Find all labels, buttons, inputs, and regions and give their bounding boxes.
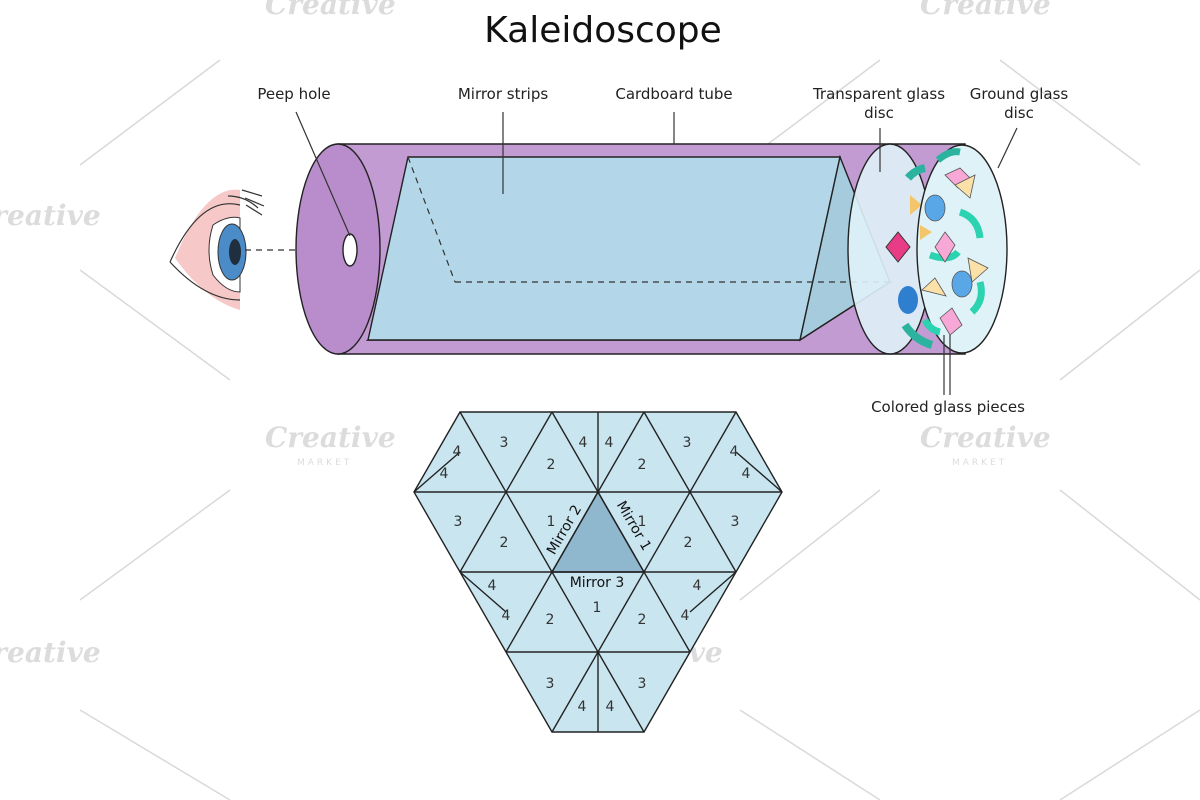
pattern-number: 4 [578, 699, 587, 715]
pattern-number: 2 [638, 612, 647, 628]
pattern-number: 4 [488, 578, 497, 594]
label-ground-disc-line1: Ground glass [970, 85, 1069, 103]
pattern-number: 2 [547, 457, 556, 473]
watermark-text: Creative [0, 199, 101, 232]
label-cardboard-tube: Cardboard tube [615, 85, 732, 103]
watermark-subtext: MARKET [952, 458, 1007, 468]
pattern-number: 3 [500, 435, 509, 451]
label-ground-disc-line2: disc [1004, 104, 1034, 122]
pattern-number: 4 [579, 435, 588, 451]
pattern-number: 2 [500, 535, 509, 551]
pattern-number: 3 [546, 676, 555, 692]
pattern-number: 4 [605, 435, 614, 451]
watermark-text: Creative [920, 421, 1051, 454]
mirror-prism [365, 154, 893, 342]
pattern-number: 4 [502, 608, 511, 624]
pattern-number: 2 [684, 535, 693, 551]
label-transparent-disc-line1: Transparent glass [812, 85, 945, 103]
pattern-number: 3 [683, 435, 692, 451]
label-mirror-strips: Mirror strips [458, 85, 549, 103]
label-peep-hole: Peep hole [257, 85, 330, 103]
eye-icon [169, 189, 265, 310]
label-colored-glass-pieces: Colored glass pieces [871, 398, 1025, 416]
pattern-grid-lines [413, 411, 783, 733]
pattern-number: 4 [440, 466, 449, 482]
tube-end-cap [295, 143, 381, 355]
pattern-number: 4 [742, 466, 751, 482]
watermark-text: Creative [265, 0, 396, 21]
pattern-number: 3 [638, 676, 647, 692]
watermark-text: Creative [920, 0, 1051, 21]
colored-glass-pieces [885, 164, 934, 349]
label-leaders [295, 111, 1018, 395]
pattern-number: 3 [731, 514, 740, 530]
page-title: Kaleidoscope [484, 10, 722, 51]
pattern-numbers: 4 3 4 4 3 4 4 2 2 4 3 1 1 3 2 2 4 4 4 1 … [440, 435, 751, 715]
pattern-number: 1 [547, 514, 556, 530]
mirror-3-label: Mirror 3 [570, 575, 625, 591]
pattern-number: 4 [681, 608, 690, 624]
pattern-number: 2 [546, 612, 555, 628]
reflection-pattern: 4 3 4 4 3 4 4 2 2 4 3 1 1 3 2 2 4 4 4 1 … [413, 411, 783, 733]
pattern-number: 4 [453, 444, 462, 460]
ground-glass-disc [916, 144, 1008, 354]
peep-hole [342, 233, 358, 267]
pattern-number: 3 [454, 514, 463, 530]
pattern-number: 1 [638, 514, 647, 530]
label-transparent-disc-line2: disc [864, 104, 894, 122]
pattern-number: 4 [693, 578, 702, 594]
watermark-text: Creative [0, 636, 101, 669]
watermark-subtext: MARKET [297, 458, 352, 468]
pattern-number: 2 [638, 457, 647, 473]
pattern-number: 4 [606, 699, 615, 715]
watermark-text: Creative [265, 421, 396, 454]
pattern-number: 4 [730, 444, 739, 460]
pattern-number: 1 [593, 600, 602, 616]
